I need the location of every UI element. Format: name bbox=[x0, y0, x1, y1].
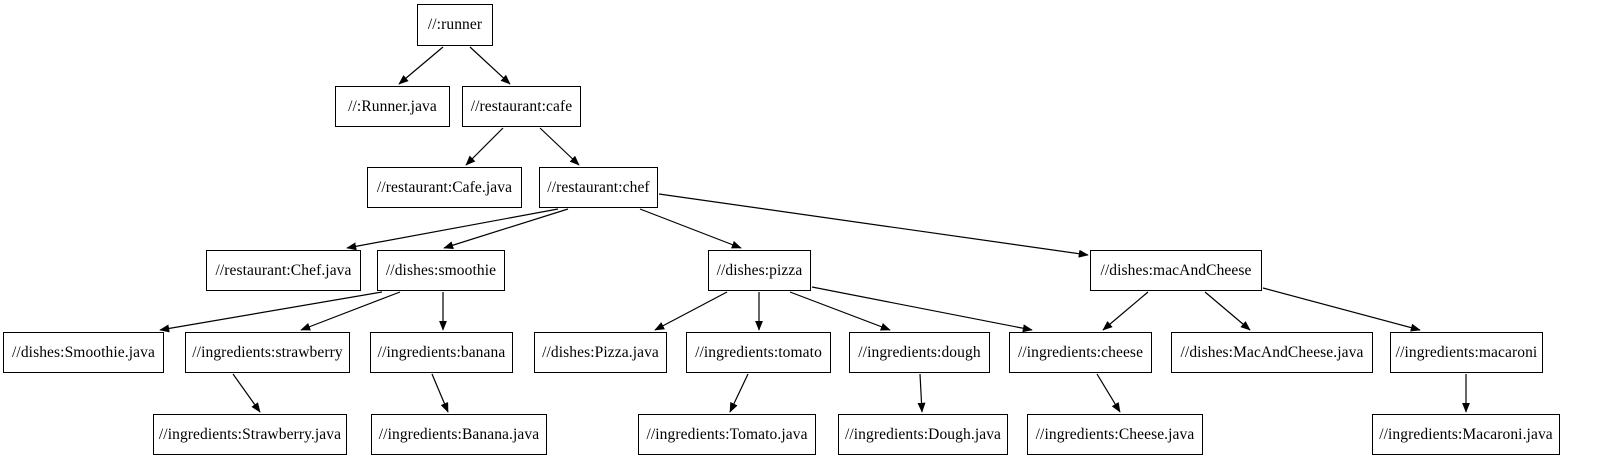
graph-edge bbox=[300, 291, 401, 331]
graph-node-banana-java[interactable]: //ingredients:Banana.java bbox=[371, 414, 547, 455]
graph-node-cheese-java[interactable]: //ingredients:Cheese.java bbox=[1027, 414, 1203, 455]
graph-edge bbox=[539, 127, 580, 166]
graph-edge bbox=[232, 373, 261, 413]
graph-node-ing-tomato[interactable]: //ingredients:tomato bbox=[686, 332, 831, 373]
graph-node-tomato-java[interactable]: //ingredients:Tomato.java bbox=[638, 414, 816, 455]
graph-node-cafe-java[interactable]: //restaurant:Cafe.java bbox=[367, 167, 522, 208]
graph-edge bbox=[159, 291, 383, 333]
graph-node-pizza-java[interactable]: //dishes:Pizza.java bbox=[534, 332, 667, 373]
graph-edge bbox=[1262, 287, 1421, 332]
graph-edge bbox=[639, 208, 742, 249]
graph-node-dishes-mac[interactable]: //dishes:macAndCheese bbox=[1090, 250, 1262, 291]
graph-node-dishes-smoothie[interactable]: //dishes:smoothie bbox=[377, 250, 505, 291]
graph-edge bbox=[1096, 373, 1121, 413]
graph-edge bbox=[469, 46, 511, 85]
graph-node-runner[interactable]: //:runner bbox=[417, 4, 493, 46]
graph-node-ing-cheese[interactable]: //ingredients:cheese bbox=[1009, 332, 1152, 373]
graph-node-ing-strawberry[interactable]: //ingredients:strawberry bbox=[185, 332, 350, 373]
graph-edge bbox=[789, 291, 891, 331]
graph-node-ing-banana[interactable]: //ingredients:banana bbox=[370, 332, 513, 373]
graph-edge bbox=[811, 286, 1033, 333]
graph-edge bbox=[1102, 291, 1149, 331]
graph-edge bbox=[346, 208, 559, 251]
graph-node-dough-java[interactable]: //ingredients:Dough.java bbox=[838, 414, 1008, 455]
graph-node-runner-java[interactable]: //:Runner.java bbox=[335, 86, 450, 127]
graph-node-ing-dough[interactable]: //ingredients:dough bbox=[849, 332, 990, 373]
graph-node-chef-java[interactable]: //restaurant:Chef.java bbox=[206, 250, 361, 291]
graph-node-strawberry-java[interactable]: //ingredients:Strawberry.java bbox=[153, 414, 347, 455]
graph-node-mac-java[interactable]: //dishes:MacAndCheese.java bbox=[1171, 332, 1373, 373]
graph-node-restaurant-chef[interactable]: //restaurant:chef bbox=[539, 167, 658, 208]
graph-node-smoothie-java[interactable]: //dishes:Smoothie.java bbox=[3, 332, 164, 373]
graph-node-ing-macaroni[interactable]: //ingredients:macaroni bbox=[1390, 332, 1543, 373]
graph-node-dishes-pizza[interactable]: //dishes:pizza bbox=[708, 250, 811, 291]
graph-edge bbox=[729, 373, 749, 413]
graph-edge bbox=[654, 291, 728, 331]
graph-edge bbox=[917, 373, 926, 413]
graph-edge bbox=[398, 46, 444, 85]
graph-edge bbox=[658, 193, 1089, 258]
graph-edge bbox=[443, 208, 569, 250]
graph-node-macaroni-java[interactable]: //ingredients:Macaroni.java bbox=[1372, 414, 1560, 455]
graph-edge bbox=[1204, 291, 1251, 331]
graph-edge bbox=[431, 373, 449, 413]
graph-edge bbox=[465, 127, 504, 166]
graph-node-restaurant-cafe[interactable]: //restaurant:cafe bbox=[462, 86, 581, 127]
